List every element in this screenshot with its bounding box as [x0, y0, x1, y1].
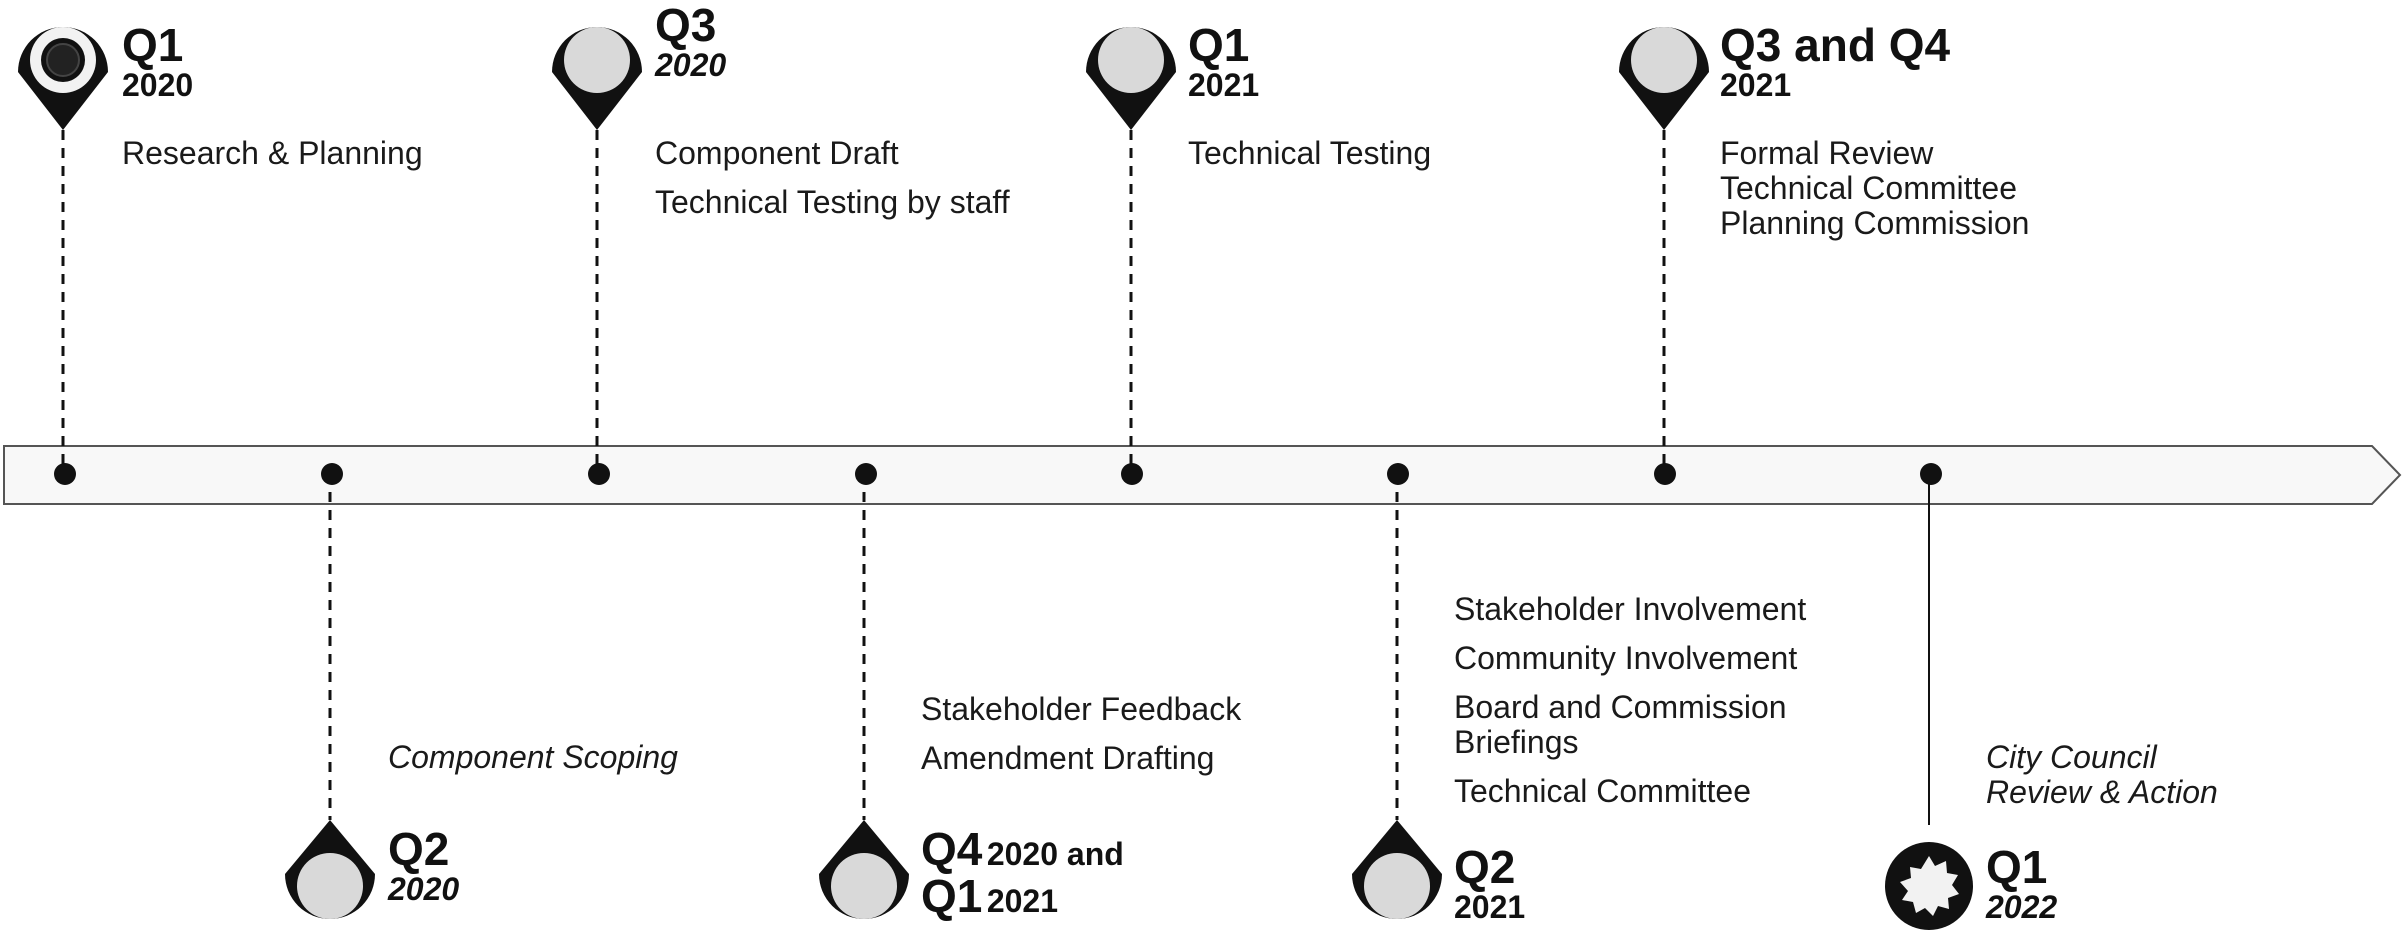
- timeline-dot: [321, 463, 343, 485]
- quarter-label: Q1: [921, 870, 983, 922]
- activity-item: Amendment Drafting: [921, 740, 1215, 776]
- map-pin-icon: [285, 820, 375, 919]
- year-label: 2020: [122, 67, 194, 103]
- milestone-q4-2020-q1-2021: Q4 2020 and Q1 2021: [921, 826, 1124, 920]
- activity-item: Stakeholder Feedback: [921, 691, 1242, 727]
- year-label: 2020: [388, 871, 460, 907]
- quarter-label: Q1: [122, 19, 184, 71]
- timeline-dot: [588, 463, 610, 485]
- activity-list: City Council Review & Action: [1986, 740, 2218, 810]
- year-label: 2022: [1986, 889, 2058, 925]
- timeline-dot: [1654, 463, 1676, 485]
- milestone-q3-q4-2021: Q3 and Q4 2021: [1720, 22, 1950, 102]
- year-label: 2021: [1454, 889, 1526, 925]
- timeline-dot: [1920, 463, 1942, 485]
- timeline-arrow: [3, 445, 2402, 505]
- activity-item: Technical Committee: [1454, 773, 1751, 809]
- activity-list: Component Scoping: [388, 740, 678, 789]
- quarter-label: Q4: [921, 823, 983, 875]
- quarter-label: Q2: [388, 823, 450, 875]
- activity-list: Research & Planning: [122, 136, 423, 185]
- activity-item: Technical Testing: [1188, 135, 1432, 171]
- quarter-line-1: Q4 2020 and: [921, 826, 1124, 873]
- year-label: 2021: [1188, 67, 1260, 103]
- year-label: 2021: [1720, 67, 1792, 103]
- timeline-dot: [54, 463, 76, 485]
- year-label: 2020 and: [986, 836, 1124, 872]
- map-pin-icon: [819, 820, 909, 919]
- activity-item: Technical Committee: [1720, 170, 2017, 206]
- timeline-dot: [1121, 463, 1143, 485]
- milestone-q1-2021: Q1 2021: [1188, 22, 1259, 102]
- activity-item: Planning Commission: [1720, 205, 2030, 241]
- activity-item: Board and Commission Briefings: [1454, 689, 1787, 760]
- map-pin-icon: [1086, 27, 1176, 130]
- milestone-q3-2020: Q3 2020: [655, 2, 726, 82]
- target-pin-icon: [18, 27, 108, 130]
- activity-list: Formal Review Technical Committee Planni…: [1720, 136, 2029, 241]
- timeline-dot: [855, 463, 877, 485]
- milestone-q2-2021: Q2 2021: [1454, 844, 1525, 924]
- activity-item: Stakeholder Involvement: [1454, 591, 1807, 627]
- activity-list: Technical Testing: [1188, 136, 1431, 185]
- activity-list: Stakeholder Feedback Amendment Drafting: [921, 692, 1241, 790]
- activity-list: Stakeholder Involvement Community Involv…: [1454, 592, 1834, 823]
- quarter-label: Q3 and Q4: [1720, 19, 1951, 71]
- milestone-q1-2020: Q1 2020: [122, 22, 193, 102]
- activity-item: City Council: [1986, 739, 2157, 775]
- quarter-label: Q3: [655, 0, 717, 51]
- timeline-dot: [1387, 463, 1409, 485]
- activity-item: Component Draft: [655, 135, 899, 171]
- map-pin-icon: [552, 27, 642, 130]
- seal-badge-icon: [1885, 842, 1973, 930]
- activity-item: Component Scoping: [388, 739, 678, 775]
- activity-item: Technical Testing by staff: [655, 184, 1010, 220]
- activity-list: Component Draft Technical Testing by sta…: [655, 136, 1010, 234]
- year-label: 2021: [986, 883, 1059, 919]
- activity-item: Community Involvement: [1454, 640, 1798, 676]
- activity-item: Research & Planning: [122, 135, 423, 171]
- activity-item: Formal Review: [1720, 135, 1934, 171]
- quarter-line-2: Q1 2021: [921, 873, 1124, 920]
- map-pin-icon: [1619, 27, 1709, 130]
- quarter-label: Q1: [1986, 841, 2048, 893]
- year-label: 2020: [655, 47, 727, 83]
- quarter-label: Q1: [1188, 19, 1250, 71]
- map-pin-icon: [1352, 820, 1442, 919]
- activity-item: Review & Action: [1986, 774, 2218, 810]
- milestone-q1-2022: Q1 2022: [1986, 844, 2057, 924]
- milestone-q2-2020: Q2 2020: [388, 826, 459, 906]
- quarter-label: Q2: [1454, 841, 1516, 893]
